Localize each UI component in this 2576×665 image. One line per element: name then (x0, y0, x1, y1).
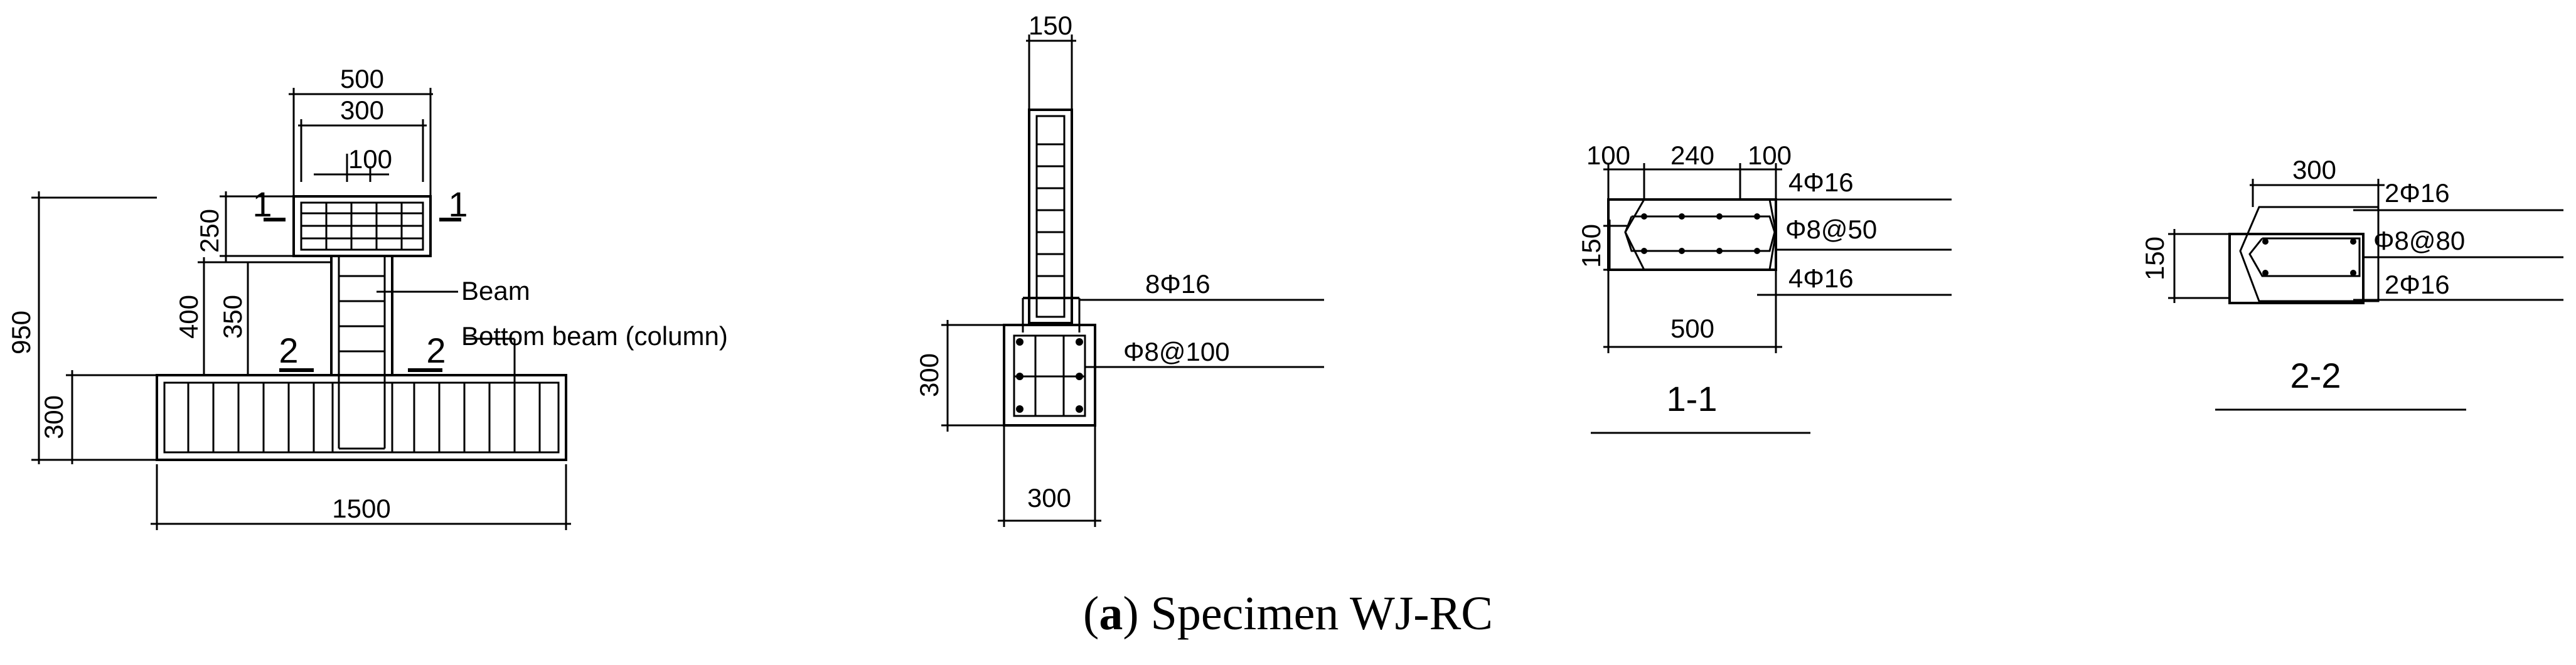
caption-text: Specimen WJ-RC (1150, 587, 1493, 640)
side-dim-300-h: 300 (1027, 483, 1071, 513)
side-rebar-stirrup: Φ8@100 (1123, 337, 1230, 366)
dim-500: 500 (340, 64, 384, 93)
side-column-ties (1037, 143, 1064, 277)
sec1-dim-100-right: 100 (1748, 141, 1792, 170)
cut-mark-2: 2 2 (279, 331, 446, 372)
section-2-2: 300 150 2Φ16 Φ8@80 2Φ16 2-2 (2140, 155, 2563, 411)
sec1-rebar-top: 4Φ16 (1788, 168, 1854, 197)
section-2-2-bars (2262, 238, 2356, 276)
dim-100: 100 (348, 144, 392, 174)
dim-400: 400 (174, 295, 203, 339)
label-bottom-beam: Bottom beam (column) (461, 321, 728, 351)
sec1-rebar-bottom: 4Φ16 (1788, 263, 1854, 293)
bottom-beam-stirrups (187, 383, 541, 452)
elevation-top-dims: 500 300 100 (289, 64, 433, 196)
dim-300-base: 300 (39, 395, 68, 439)
dim-250: 250 (195, 209, 224, 253)
head-bars (301, 203, 423, 250)
dim-300: 300 (340, 95, 384, 125)
sec1-title: 1-1 (1667, 379, 1718, 418)
cut-mark-1: 1 1 (252, 184, 468, 224)
sec2-rebar-top: 2Φ16 (2385, 178, 2450, 208)
column-stirrups (339, 275, 385, 353)
sec1-dim-500: 500 (1670, 314, 1714, 343)
sec2-dim-300: 300 (2292, 155, 2336, 184)
cut-label-2-right: 2 (426, 331, 446, 370)
elevation-view: 500 300 100 1 1 2 2 (6, 64, 728, 530)
dim-1500: 1500 (332, 494, 390, 523)
side-dim-150: 150 (1029, 11, 1072, 40)
sec1-dim-150: 150 (1576, 224, 1606, 268)
cut-label-1-left: 1 (252, 184, 272, 224)
section-1-1: 100 240 100 150 500 4Φ16 Φ8@50 4Φ16 1-1 (1576, 141, 1952, 434)
sec2-rebar-bottom: 2Φ16 (2385, 270, 2450, 299)
label-beam: Beam (461, 276, 530, 306)
side-base-bars (1014, 336, 1085, 416)
elevation-bottom-dim: 1500 (151, 464, 571, 530)
sec2-dim-150: 150 (2140, 237, 2169, 280)
dim-350: 350 (218, 295, 247, 339)
dim-950: 950 (6, 311, 36, 354)
side-view: 150 300 300 8Φ16 Φ8@100 (914, 11, 1324, 527)
sec2-rebar-stirrup: Φ8@80 (2373, 226, 2465, 255)
elevation-left-dims: 950 300 250 400 350 (6, 191, 331, 464)
caption-tag: a (1099, 587, 1123, 640)
figure-caption: (a) Specimen WJ-RC (1083, 587, 1493, 640)
section-1-1-bars (1641, 213, 1760, 254)
structural-drawing: 500 300 100 1 1 2 2 (6, 11, 2563, 530)
cut-label-2-left: 2 (279, 331, 298, 370)
side-rebar-long: 8Φ16 (1145, 269, 1211, 299)
sec1-dim-100-left: 100 (1586, 141, 1630, 170)
elevation-labels: Beam Bottom beam (column) (377, 276, 728, 414)
side-dim-300-v: 300 (914, 353, 944, 397)
sec1-dim-240: 240 (1670, 141, 1714, 170)
sec2-title: 2-2 (2290, 356, 2341, 395)
sec1-rebar-stirrup: Φ8@50 (1785, 215, 1877, 244)
cut-label-1-right: 1 (448, 184, 468, 224)
